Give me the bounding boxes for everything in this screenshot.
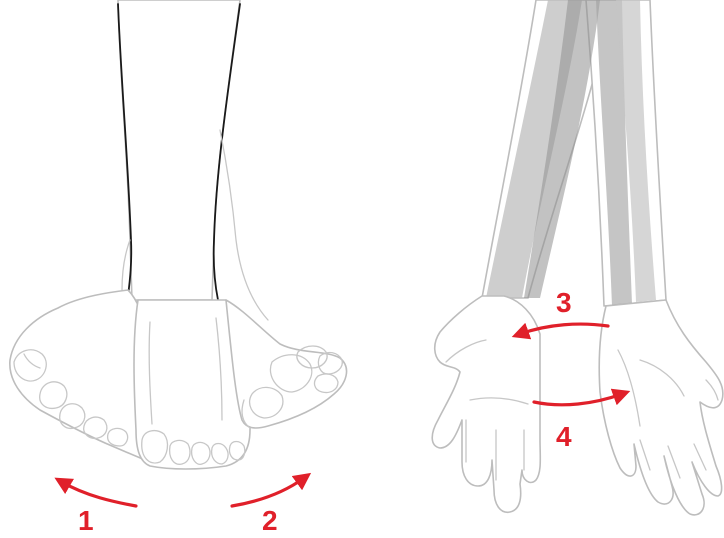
left-hand: [432, 296, 540, 512]
label-3: 3: [556, 287, 572, 318]
right-hand: [599, 300, 723, 515]
label-1: 1: [78, 505, 94, 536]
label-2: 2: [262, 505, 278, 536]
arrow-2: [232, 478, 304, 506]
right-foot: [226, 300, 347, 428]
forearms-illustration: [432, 0, 723, 515]
feet-illustration: [10, 0, 347, 469]
label-4: 4: [556, 421, 572, 452]
arrow-1: [62, 482, 136, 506]
